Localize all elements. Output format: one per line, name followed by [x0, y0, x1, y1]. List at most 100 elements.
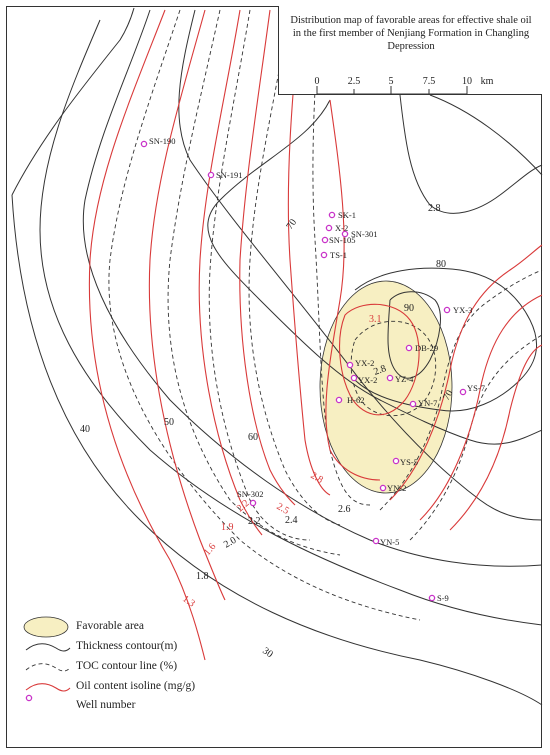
- well-s-9[interactable]: S-9: [428, 593, 449, 603]
- contour-label-oil-2-5: 2.5: [275, 501, 291, 517]
- legend-oil-label: Oil content isoline (mg/g): [76, 680, 196, 692]
- scale-tick-0: 0: [315, 76, 320, 87]
- well-sn-301[interactable]: SN-301: [341, 229, 377, 239]
- map-frame: [6, 6, 542, 748]
- svg-text:SN-191: SN-191: [216, 170, 242, 180]
- svg-text:YX-2: YX-2: [355, 358, 374, 368]
- legend-thickness-swatch: [25, 643, 71, 652]
- oil-isoline-1-9: [198, 9, 263, 536]
- contour-label-toc-2-6: 2.6: [338, 504, 351, 515]
- contour-label-thickness-70b: 70: [441, 388, 456, 402]
- legend-symbols: [23, 616, 71, 702]
- oil-isoline-1-3: [88, 9, 206, 661]
- contour-label-thickness-80: 80: [436, 259, 446, 270]
- well-yz-4[interactable]: YZ-4: [386, 374, 414, 384]
- well-ys-5[interactable]: YS-5: [392, 457, 418, 467]
- thickness-contour-top: [399, 94, 543, 214]
- well-yn-2[interactable]: YN-2: [379, 483, 406, 493]
- svg-text:YX-3: YX-3: [453, 305, 472, 315]
- oil-labels: 1.3 1.6 1.9 2.2 2.5 2.8 3.1: [180, 314, 381, 610]
- well-sn-302[interactable]: SN-302: [237, 489, 263, 507]
- well-yx-2b[interactable]: YX-2: [350, 374, 377, 385]
- thickness-contour-50: [82, 9, 543, 567]
- well-db-29[interactable]: DB-29: [405, 343, 438, 353]
- contour-label-thickness-90: 90: [404, 303, 414, 314]
- contour-label-thickness-30: 30: [260, 645, 275, 660]
- contour-label-toc-2-8: 2.8: [372, 363, 388, 378]
- thickness-contour-90: [387, 291, 441, 379]
- map-title: Distribution map of favorable areas for …: [290, 15, 532, 52]
- well-sn-105[interactable]: SN-105: [321, 235, 355, 245]
- well-yx-2a[interactable]: YX-2: [346, 358, 374, 369]
- toc-contour-2-4: [248, 9, 341, 526]
- contour-label-thickness-70: 70: [284, 217, 299, 232]
- legend-thickness-label: Thickness contour(m): [76, 640, 178, 652]
- oil-isolines: [88, 9, 543, 661]
- contour-label-toc-1-8: 1.8: [196, 571, 209, 582]
- well-sn-190[interactable]: SN-190: [140, 136, 175, 148]
- svg-text:SN-190: SN-190: [149, 136, 175, 146]
- thickness-contour-40: [39, 19, 543, 626]
- contour-label-thickness-40: 40: [80, 424, 90, 435]
- well-yx-3[interactable]: YX-3: [443, 305, 472, 315]
- contour-label-oil-1-9: 1.9: [221, 522, 234, 533]
- toc-contour-2-2: [208, 9, 311, 541]
- contour-label-toc-2-2: 2.2: [248, 516, 261, 527]
- well-sk-1[interactable]: SK-1: [328, 210, 356, 220]
- svg-text:YZ-4: YZ-4: [395, 374, 414, 384]
- svg-text:TS-1: TS-1: [330, 250, 347, 260]
- favorable-area[interactable]: [319, 280, 453, 494]
- svg-text:DB-29: DB-29: [415, 343, 438, 353]
- thickness-contour-ne: [429, 94, 543, 176]
- well-yn-5[interactable]: YN-5: [372, 537, 399, 547]
- scale-tick-7-5: 7.5: [423, 76, 436, 87]
- well-ts-1[interactable]: TS-1: [320, 250, 347, 260]
- svg-text:H-62: H-62: [347, 395, 364, 405]
- contour-label-toc-2-8b: 2.8: [428, 203, 441, 214]
- legend-toc-swatch: [25, 663, 71, 672]
- legend-favorable-swatch: [23, 616, 69, 638]
- svg-text:YX-2: YX-2: [358, 375, 377, 385]
- oil-isoline-2-5: [287, 9, 331, 496]
- toc-contour-2-8: [350, 320, 437, 417]
- svg-text:SN-302: SN-302: [237, 489, 263, 499]
- legend-toc-label: TOC contour line (%): [76, 660, 178, 672]
- scale-tick-2-5: 2.5: [348, 76, 361, 87]
- contour-label-toc-2-0: 2.0: [222, 535, 238, 551]
- oil-isoline-1-6: [148, 9, 226, 601]
- well-yn-7[interactable]: YN-7: [409, 398, 437, 408]
- contour-label-thickness-50: 50: [164, 417, 174, 428]
- legend-well-label: Well number: [76, 699, 136, 711]
- scale-unit: km: [481, 76, 494, 87]
- contour-label-oil-1-3: 1.3: [180, 593, 197, 609]
- svg-text:YN-7: YN-7: [418, 398, 437, 408]
- oil-isoline-2-8: [325, 99, 381, 481]
- oil-isoline-2-2: [239, 9, 296, 506]
- well-x-2[interactable]: X-2: [325, 223, 348, 233]
- contour-label-oil-3-1: 3.1: [369, 314, 382, 325]
- well-ys-7[interactable]: YS-7: [459, 383, 485, 396]
- contour-label-thickness-60: 60: [248, 432, 258, 443]
- svg-text:YN-5: YN-5: [380, 537, 399, 547]
- legend-oil-swatch: [25, 683, 71, 692]
- toc-contours: [108, 9, 543, 621]
- well-sn-191[interactable]: SN-191: [207, 170, 242, 180]
- thickness-contour-80: [354, 267, 538, 412]
- svg-text:SN-301: SN-301: [351, 229, 377, 239]
- contour-label-toc-2-4: 2.4: [285, 515, 298, 526]
- thickness-labels: 30 40 50 60 70 80 90 70: [80, 217, 456, 660]
- well-h-62[interactable]: H-62: [335, 395, 364, 405]
- svg-text:S-9: S-9: [437, 593, 449, 603]
- title-box: Distribution map of favorable areas for …: [278, 6, 542, 95]
- scale-tick-10: 10: [462, 76, 472, 87]
- svg-text:SN-105: SN-105: [329, 235, 355, 245]
- legend-well-swatch: [25, 694, 33, 702]
- svg-text:YS-7: YS-7: [467, 383, 485, 393]
- oil-isoline-3-1: [339, 303, 420, 416]
- svg-text:X-2: X-2: [335, 223, 348, 233]
- toc-contour-2-6: [312, 9, 371, 506]
- svg-text:YS-5: YS-5: [400, 457, 418, 467]
- scale-tick-5: 5: [389, 76, 394, 87]
- toc-contour-1-8: [108, 9, 421, 621]
